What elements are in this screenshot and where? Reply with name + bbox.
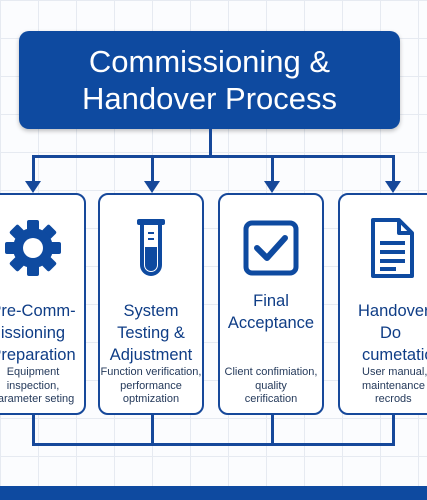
step-desc-line: Client confimiation,	[224, 366, 318, 378]
step-description: User manual, maintenance recrods	[340, 366, 427, 407]
step-desc-line: performance	[120, 379, 182, 392]
arrow-down-icon	[25, 181, 41, 193]
title-stem-line	[209, 129, 212, 157]
gear-icon	[0, 217, 84, 277]
step-title: Final Acceptance	[220, 290, 322, 334]
step-title-line: Acceptance	[227, 314, 315, 332]
step-desc-line: parameter seting	[0, 393, 75, 405]
arrow-down-icon	[385, 181, 401, 193]
step-title-line: System	[123, 302, 179, 320]
drop-line-1	[32, 155, 35, 183]
step-title-line: Adjustment	[109, 346, 193, 364]
drop-line-2	[151, 155, 154, 183]
step-desc-line: inspection,	[6, 379, 60, 392]
title-line-1: Commissioning &	[88, 44, 331, 79]
step-title: Pre-Comm- issioning Preparation	[0, 300, 84, 366]
checkbox-icon	[220, 217, 322, 277]
step-card-final-acceptance: Final Acceptance Client confimiation, qu…	[218, 193, 324, 415]
drop-line-4	[392, 155, 395, 183]
rise-line-3	[271, 415, 274, 445]
document-icon	[340, 217, 427, 278]
step-title: System Testing & Adjustment	[100, 300, 202, 366]
step-title-line: Pre-Comm-	[0, 302, 76, 320]
step-card-system-testing: System Testing & Adjustment Function ver…	[98, 193, 204, 415]
step-desc-line: quality	[255, 379, 287, 392]
step-title-line: Testing &	[117, 324, 185, 342]
step-desc-line: maintenance	[362, 379, 425, 392]
step-desc-line: Function verification,	[100, 366, 202, 378]
step-title-line: Handover	[358, 302, 427, 320]
footer-bar	[0, 486, 427, 500]
step-title-line: Do	[380, 324, 402, 342]
arrow-down-icon	[264, 181, 280, 193]
top-branch-line	[32, 155, 395, 158]
arrow-down-icon	[144, 181, 160, 193]
bottom-merge-line	[32, 443, 395, 446]
step-desc-line: Equipment	[6, 366, 60, 378]
step-card-handover-documentation: Handover Do cumetation User manual, main…	[338, 193, 427, 415]
step-description: Function verification, performance optmi…	[100, 366, 202, 407]
step-title-line: Preparation	[0, 346, 76, 364]
step-title-line: cumetation	[362, 346, 427, 364]
step-desc-line: cerification	[244, 393, 298, 405]
step-desc-line: User manual,	[362, 366, 427, 378]
rise-line-2	[151, 415, 154, 445]
step-desc-line: recrods	[375, 393, 412, 405]
rise-line-4	[392, 415, 395, 445]
step-title: Handover Do cumetation	[340, 300, 427, 366]
step-card-pre-commissioning: Pre-Comm- issioning Preparation Equipmen…	[0, 193, 86, 415]
title-line-2: Handover Process	[81, 81, 337, 116]
step-desc-line: optmization	[122, 393, 180, 405]
drop-line-3	[271, 155, 274, 183]
step-description: Equipment inspection, parameter seting	[0, 366, 84, 407]
step-title-line: Final	[253, 292, 289, 310]
step-description: Client confimiation, quality cerificatio…	[220, 366, 322, 407]
rise-line-1	[32, 415, 35, 445]
title-box: Commissioning & Handover Process	[19, 31, 400, 129]
step-title-line: issioning	[0, 324, 66, 342]
test-tube-icon	[100, 217, 202, 277]
